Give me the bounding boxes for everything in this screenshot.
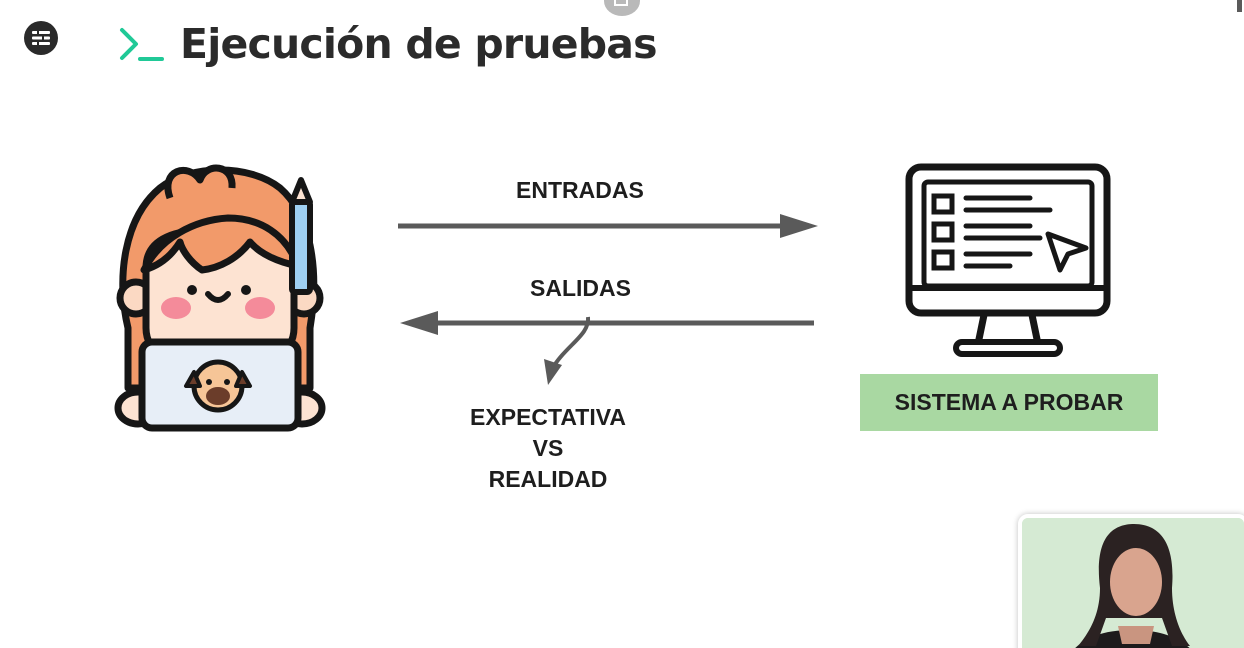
computer-monitor-icon [905, 163, 1111, 357]
outputs-label: SALIDAS [530, 275, 631, 301]
versus-label: VS [532, 435, 564, 461]
window-toggle-button[interactable] [604, 0, 640, 16]
inputs-label: ENTRADAS [516, 177, 644, 203]
inputs-arrow [398, 214, 818, 238]
slide-header: Ejecución de pruebas [118, 14, 658, 74]
presenter-video[interactable] [1018, 514, 1244, 648]
menu-button[interactable] [24, 21, 58, 55]
page-title: Ejecución de pruebas [180, 20, 658, 68]
tester-with-laptop-icon [114, 164, 326, 432]
expectation-label: EXPECTATIVA [470, 404, 626, 430]
reality-label: REALIDAD [488, 466, 608, 492]
outputs-arrow [400, 311, 814, 335]
presenter-silhouette [1022, 518, 1244, 648]
system-under-test-label: SISTEMA A PROBAR [860, 374, 1158, 431]
expectation-vs-reality: EXPECTATIVA VS REALIDAD [452, 402, 644, 495]
comparison-arrow [544, 316, 591, 385]
list-icon [32, 31, 50, 45]
terminal-prompt-icon [120, 28, 164, 61]
window-icon [614, 0, 628, 6]
data-flow-arrows [398, 214, 818, 385]
scroll-indicator [1237, 0, 1242, 12]
